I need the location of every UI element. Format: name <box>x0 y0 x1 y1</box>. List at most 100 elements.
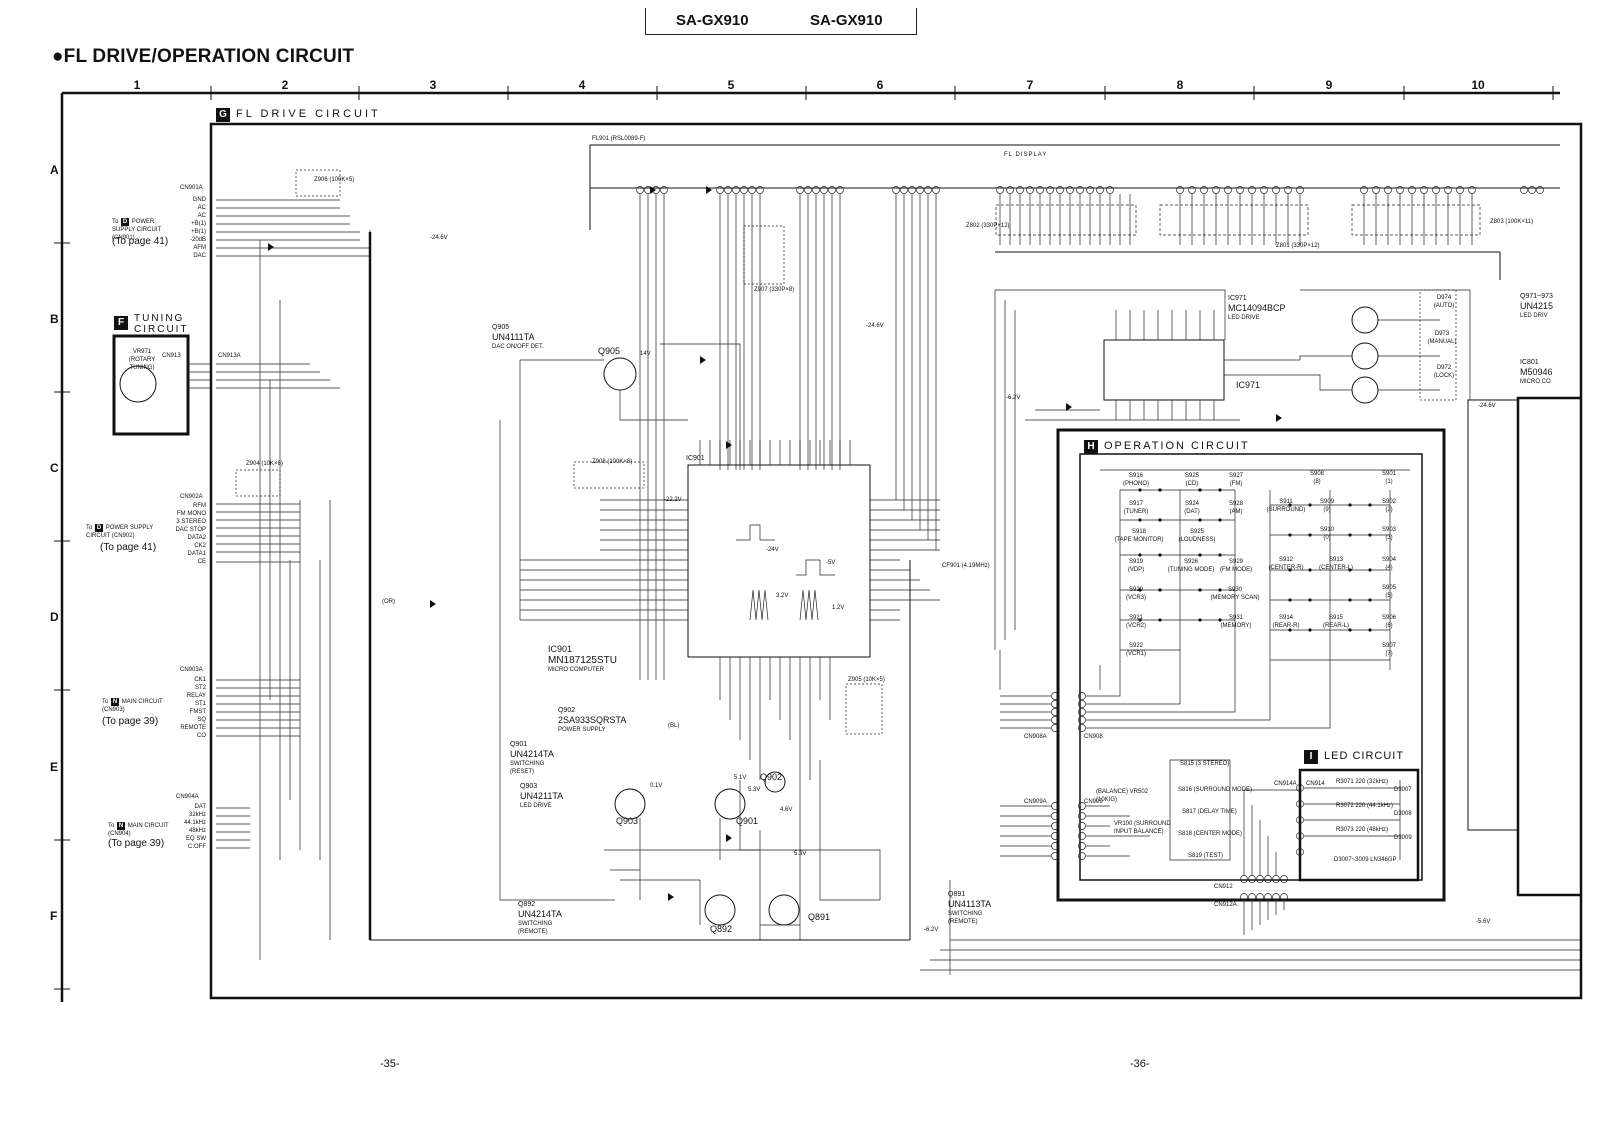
cn904a-ref-prefix: To <box>108 823 115 829</box>
q891-desc1: SWITCHING <box>948 911 983 917</box>
cn903a-pin: ST1 <box>194 701 206 707</box>
switch-s928[interactable]: S928(AM) <box>1216 500 1256 516</box>
switch-s904[interactable]: S904(4) <box>1374 556 1404 572</box>
switch-s909[interactable]: S909(9) <box>1312 498 1342 514</box>
switch-ref: S926 <box>1183 559 1198 565</box>
col-6: 6 <box>876 78 884 92</box>
switch-name: (REAR-L) <box>1322 623 1349 629</box>
switch-s902[interactable]: S902(2) <box>1374 498 1404 514</box>
q903-block: Q903 UN4211TA LED DRIVE <box>520 782 563 810</box>
q903-symbol-label: Q903 <box>616 816 639 826</box>
switch-s927[interactable]: S927(FM) <box>1216 472 1256 488</box>
voltage-label: -22.2V <box>664 497 682 503</box>
switch-s913[interactable]: S913(CENTER-L) <box>1314 556 1358 572</box>
r3071-label: R3071 220 (32kHz) <box>1336 779 1389 785</box>
cn901a-ref: To D POWER SUPPLY CIRCUIT (CN901) <box>112 218 178 242</box>
switch-s912[interactable]: S912(CENTER-R) <box>1264 556 1308 572</box>
switch-s919[interactable]: S919(VDP) <box>1116 558 1156 574</box>
switch-s903[interactable]: S903(3) <box>1374 526 1404 542</box>
switch-s916[interactable]: S916(PHONO) <box>1116 472 1156 488</box>
switch-s911[interactable]: S911(SURROUND) <box>1264 498 1308 514</box>
voltage-label: 5.3V <box>748 787 761 793</box>
cf901-label: CF901 (4.19MHz) <box>942 563 990 569</box>
switch-s929[interactable]: S929(FM MODE) <box>1214 558 1258 574</box>
cn904a-page-link[interactable]: (To page 39) <box>108 838 165 849</box>
switch-s925b[interactable]: S925 (LOUDNESS) <box>1172 528 1222 544</box>
switch-ref: S927 <box>1228 473 1243 479</box>
voltage-label: -5V <box>826 560 836 566</box>
z904-label: Z904 (10K×6) <box>246 461 283 467</box>
led-badge: I <box>1304 750 1318 764</box>
vr971-desc: (ROTARY TUNING) <box>128 357 156 371</box>
switch-name: (5) <box>1385 593 1393 599</box>
q901-part: UN4214TA <box>510 749 554 759</box>
switch-s907[interactable]: S907(7) <box>1374 642 1404 658</box>
switch-s921[interactable]: S921(VCR2) <box>1116 614 1156 630</box>
switch-ref: S905 <box>1381 585 1396 591</box>
switch-s931[interactable]: S931(MEMORY) <box>1214 614 1258 630</box>
q971-973-ref: Q971~973 <box>1520 293 1553 300</box>
cn902a-pin: DAC STOP <box>175 527 206 533</box>
cn909a-label: CN909A <box>1024 799 1047 805</box>
switch-ref: S924 <box>1184 501 1199 507</box>
cn913a-name: CN913A <box>218 353 241 359</box>
switch-ref: S917 <box>1128 501 1143 507</box>
switch-s924[interactable]: S924 (DAT) <box>1172 500 1212 516</box>
switch-ref: S918 <box>1131 529 1146 535</box>
cn904a-name: CN904A <box>176 794 199 800</box>
switch-ref: S931 <box>1228 615 1243 621</box>
q891-part: UN4113TA <box>948 899 992 909</box>
cn903a-page-link[interactable]: (To page 39) <box>102 716 159 727</box>
switch-s930[interactable]: S930(MEMORY SCAN) <box>1208 586 1262 602</box>
cn904a-ref: To N MAIN CIRCUIT (CN904) <box>108 822 178 838</box>
fl901-label: FL901 (RSL0089-F) <box>592 136 646 142</box>
z801-label: Z801 (330P×12) <box>1276 243 1320 249</box>
switch-s908[interactable]: S908(8) <box>1302 470 1332 486</box>
cn902a-pin: CK2 <box>194 543 206 549</box>
switch-ref: S925 <box>1189 529 1204 535</box>
led-d974: D974(AUTO) <box>1428 294 1460 310</box>
q901-symbol-label: Q901 <box>736 816 759 826</box>
vr100-label: VR100 (SURROUND INPUT BALANCE) <box>1114 821 1171 835</box>
row-B: B <box>50 312 59 326</box>
switch-name: (8) <box>1313 479 1321 485</box>
switch-s901[interactable]: S901(1) <box>1374 470 1404 486</box>
switch-s922[interactable]: S922(VCR1) <box>1116 642 1156 658</box>
cn901a-ref-prefix: To <box>112 219 119 225</box>
tuning-badge: F <box>114 316 128 330</box>
switch-s905[interactable]: S905 (5) <box>1374 584 1404 600</box>
switch-ref: S902 <box>1381 499 1396 505</box>
vr971-label: VR971(ROTARY TUNING) <box>122 348 162 372</box>
q903-part: UN4211TA <box>520 791 564 801</box>
switch-s918[interactable]: S918(TAPE MONITOR) <box>1114 528 1164 544</box>
s819-label: S819 (TEST) <box>1188 853 1224 859</box>
row-F: F <box>50 909 58 923</box>
switch-s910[interactable]: S910(0) <box>1312 526 1342 542</box>
switch-s926[interactable]: S926(TUNING MODE) <box>1166 558 1216 574</box>
fl-drive-title-text: FL DRIVE CIRCUIT <box>236 108 381 120</box>
s818-label: S818 (CENTER MODE) <box>1178 831 1243 837</box>
cn901a-pin: GND <box>192 197 206 203</box>
switch-name: (CENTER-L) <box>1319 565 1353 571</box>
cn902a-page-link[interactable]: (To page 41) <box>100 542 157 553</box>
cn904a-pin: 32kHz <box>188 812 206 818</box>
ic971-block: IC971 MC14094BCP LED DRIVE <box>1228 294 1286 322</box>
switch-name: (LOUDNESS) <box>1178 537 1216 543</box>
model-left: SA-GX910 <box>676 12 749 29</box>
z905-label: Z905 (10K×5) <box>848 677 885 683</box>
switch-ref: S920 <box>1128 587 1143 593</box>
switch-s920[interactable]: S920(VCR3) <box>1116 586 1156 602</box>
switch-s925[interactable]: S925(CD) <box>1172 472 1212 488</box>
q891-ref: Q891 <box>948 891 966 898</box>
voltage-label: -24.6V <box>1478 403 1496 409</box>
switch-s915[interactable]: S915(REAR-L) <box>1314 614 1358 630</box>
switch-s906[interactable]: S906(6) <box>1374 614 1404 630</box>
switch-name: (1) <box>1385 479 1393 485</box>
col-10: 10 <box>1471 78 1485 92</box>
switch-s914[interactable]: S914(REAR-R) <box>1264 614 1308 630</box>
voltage-label: 4.6V <box>780 807 793 813</box>
switch-name: (DAT) <box>1184 509 1200 515</box>
switch-s917[interactable]: S917(TUNER) <box>1116 500 1156 516</box>
cn901a-page-link[interactable]: (To page 41) <box>112 236 169 247</box>
